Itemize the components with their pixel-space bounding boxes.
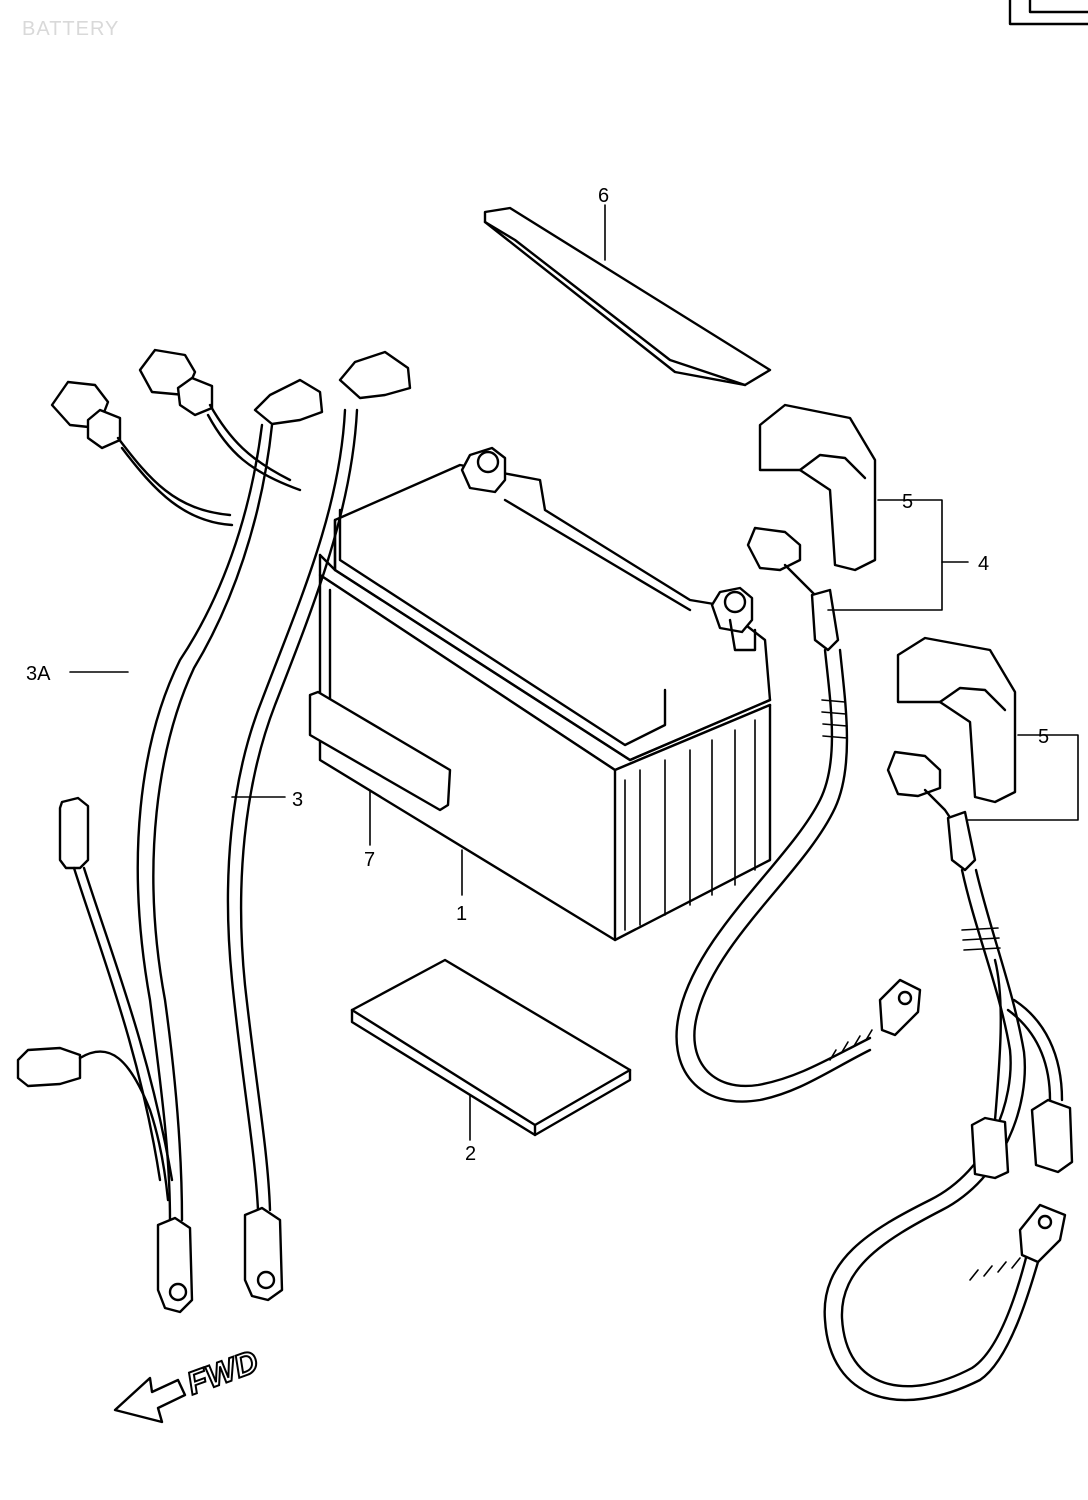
- page-header: BATTERY: [22, 18, 120, 40]
- positive-lead-4: [675, 526, 922, 1103]
- harness-3a: [16, 348, 412, 1314]
- callout-3a: 3A: [26, 663, 51, 685]
- callout-2: 2: [465, 1143, 476, 1165]
- callout-3: 3: [292, 789, 303, 811]
- callout-7: 7: [364, 849, 375, 871]
- callout-5-upper: 5: [902, 491, 913, 513]
- terminal-cap-upper: [758, 403, 877, 572]
- callout-6: 6: [598, 185, 609, 207]
- battery-label: [308, 690, 452, 812]
- forward-arrow: FWD: [113, 1342, 264, 1424]
- terminal-cap-lower: [896, 636, 1017, 804]
- battery-pad: [350, 958, 632, 1137]
- leader-lines: [69, 204, 1079, 1141]
- corner-page-mark: [1008, 0, 1088, 26]
- negative-lead-3: [226, 408, 359, 1302]
- callout-4: 4: [978, 553, 989, 575]
- battery-band: [483, 206, 772, 387]
- fwd-label: FWD: [182, 1343, 263, 1402]
- callout-1: 1: [456, 903, 467, 925]
- positive-lead-lower: [823, 750, 1074, 1402]
- battery: [318, 446, 772, 942]
- callout-5-lower: 5: [1038, 726, 1049, 748]
